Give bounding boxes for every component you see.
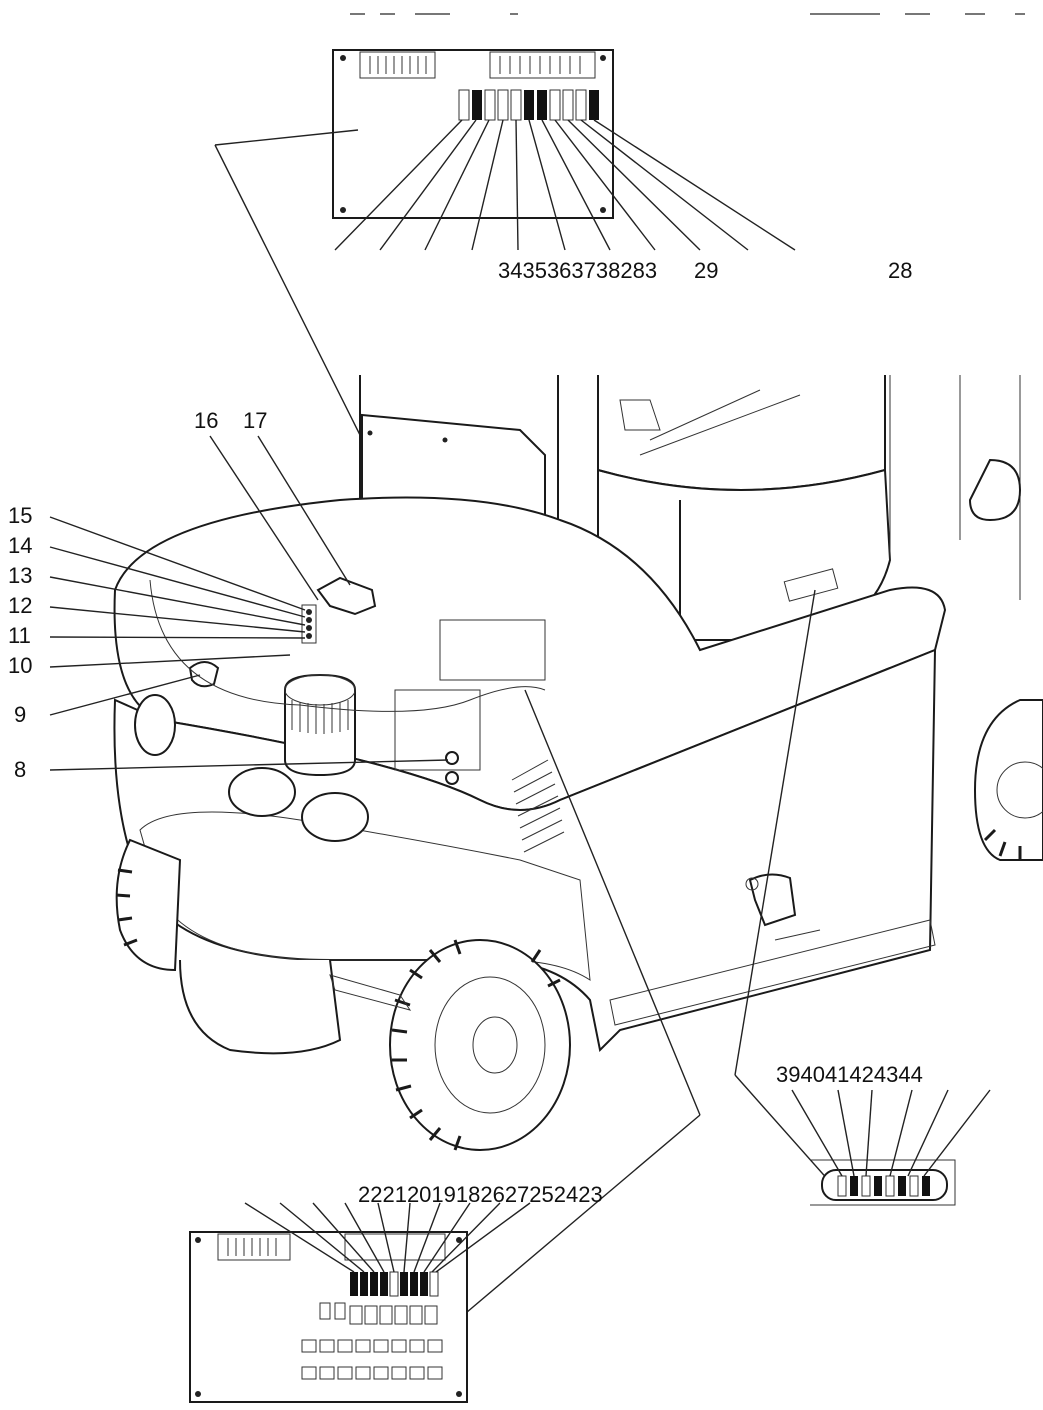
top-fuse-panel: 3435363738283 29 28	[332, 49, 912, 283]
bottom-left-fuse-panel: 22212019182627252423	[189, 1182, 603, 1403]
callout-12: 12	[8, 593, 32, 618]
top-callouts: 16 17	[194, 408, 351, 601]
forklift-illustration	[113, 375, 1043, 1151]
callout-10: 10	[8, 653, 32, 678]
callout-8: 8	[14, 757, 26, 782]
callout-14: 14	[8, 533, 32, 558]
left-callouts: 15 14 13 12 11 10 9 8	[8, 503, 449, 782]
callout-11: 11	[8, 623, 31, 648]
panel-leader-line	[214, 129, 359, 146]
bottom-right-labels: 394041424344	[776, 1062, 923, 1087]
callout-9: 9	[14, 702, 26, 727]
top-panel-label-28: 28	[888, 258, 912, 283]
bottom-left-labels: 22212019182627252423	[358, 1182, 603, 1207]
callout-16: 16	[194, 408, 218, 433]
leader-bottom	[524, 689, 701, 1116]
top-panel-label-29: 29	[694, 258, 718, 283]
leader-right	[734, 589, 816, 1076]
callout-17: 17	[243, 408, 267, 433]
callout-15: 15	[8, 503, 32, 528]
bottom-right-fuse-strip: 394041424344	[776, 1062, 991, 1206]
callout-13: 13	[8, 563, 32, 588]
top-panel-label-group: 3435363738283	[498, 258, 657, 283]
